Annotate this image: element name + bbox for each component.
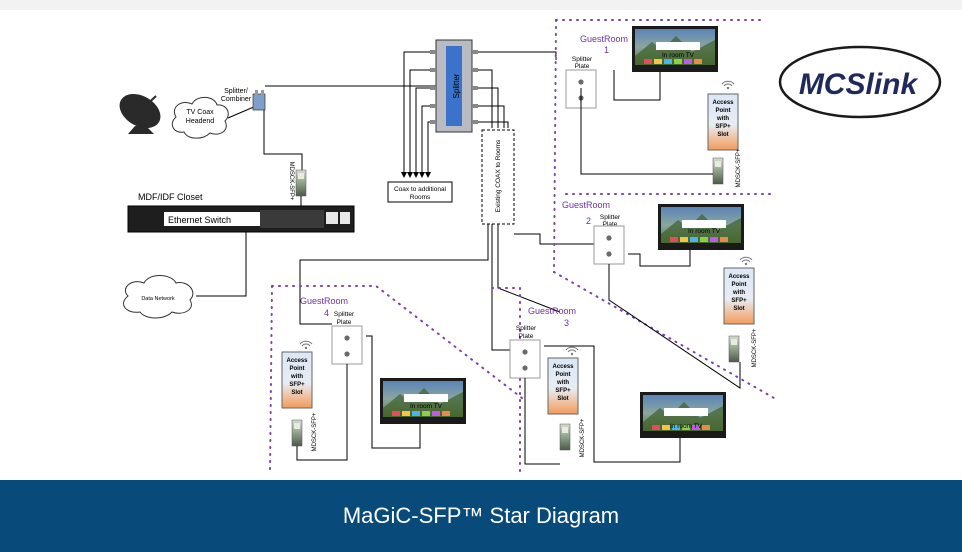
diagram-canvas: MCSlink TV Coax Headend Splitter/ Combin xyxy=(0,10,962,482)
room-2-tv xyxy=(658,204,744,250)
closet-sfp-module xyxy=(295,169,307,197)
svg-text:Slot: Slot xyxy=(291,390,302,396)
guest-room-3: GuestRoom 3 Splitter Plate In room TV Ac… xyxy=(509,306,726,465)
logo-text: MCSlink xyxy=(799,68,919,101)
footer-title: MaGiC-SFP™ Star Diagram xyxy=(342,503,620,528)
coax-additional-rooms-box: Coax to additional Rooms xyxy=(387,181,453,203)
room-3-plate-label-2: Plate xyxy=(519,333,534,340)
room-1-access-point: Access Point with SFP+ Slot xyxy=(707,93,739,151)
svg-text:Point: Point xyxy=(556,372,571,378)
svg-text:Access: Access xyxy=(552,364,574,370)
room-3-name: GuestRoom xyxy=(528,306,576,316)
svg-text:Slot: Slot xyxy=(733,306,744,312)
svg-text:with: with xyxy=(716,116,729,122)
svg-text:Slot: Slot xyxy=(717,132,728,138)
room-4-plate-label-1: Splitter xyxy=(334,311,355,318)
room-2-plate-label-2: Plate xyxy=(603,221,618,228)
room-1-number: 1 xyxy=(604,45,609,55)
room-2-tv-label: In room TV xyxy=(688,228,721,235)
room-1-sfp-module xyxy=(712,157,724,185)
room-2-number: 2 xyxy=(586,216,591,226)
closet-sfp-label: MDSCK-SFP+ xyxy=(288,162,294,201)
room-1-tv-label: In room TV xyxy=(662,52,695,59)
room-3-tv-label: In room TV xyxy=(670,423,703,430)
svg-text:Slot: Slot xyxy=(557,396,568,402)
room-1-plate-label-1: Splitter xyxy=(572,56,593,63)
room-1-plate-label-2: Plate xyxy=(575,63,590,70)
additional-label-2: Rooms xyxy=(410,194,431,201)
footer-banner: MaGiC-SFP™ Star Diagram xyxy=(0,480,962,552)
mcslink-logo: MCSlink xyxy=(778,45,942,119)
svg-text:with: with xyxy=(556,380,569,386)
guest-room-1: GuestRoom 1 Splitter Plate In room TV Ac… xyxy=(565,26,742,187)
svg-text:with: with xyxy=(732,290,745,296)
room-4-name: GuestRoom xyxy=(300,296,348,306)
switch-label: Ethernet Switch xyxy=(168,215,231,225)
room-3-plate-label-1: Splitter xyxy=(516,325,537,332)
room-2-sfp-label: MDSCK-SFP+ xyxy=(752,328,758,367)
room-3-access-point: Access Point with SFP+ Slot xyxy=(547,357,579,415)
room-4-splitter-plate xyxy=(331,325,363,365)
combiner-label-2: Combiner xyxy=(221,96,252,103)
data-network-cloud: Data Network xyxy=(123,275,194,319)
room-2-name: GuestRoom xyxy=(562,200,610,210)
room-boundaries xyxy=(269,19,775,473)
room-1-name: GuestRoom xyxy=(580,34,628,44)
existing-coax-box: Existing COAX to Rooms xyxy=(481,129,515,225)
room-4-number: 4 xyxy=(324,308,329,318)
headend-label-2: Headend xyxy=(186,118,215,125)
room-1-sfp-label: MDSCK-SFP+ xyxy=(736,148,742,187)
room-4-sfp-module xyxy=(291,419,303,447)
guest-room-2: GuestRoom 2 Splitter Plate In room TV Ac… xyxy=(562,200,758,389)
star-diagram: MCSlink TV Coax Headend Splitter/ Combin xyxy=(119,19,942,473)
room-4-tv xyxy=(380,378,466,424)
room-3-splitter-plate xyxy=(509,339,541,379)
svg-text:Access: Access xyxy=(712,100,734,106)
svg-text:SFP+: SFP+ xyxy=(289,382,305,388)
svg-text:Access: Access xyxy=(286,358,308,364)
existing-coax-label: Existing COAX to Rooms xyxy=(495,139,502,212)
svg-text:SFP+: SFP+ xyxy=(731,298,747,304)
room-3-tv xyxy=(640,392,726,438)
additional-label-1: Coax to additional xyxy=(394,186,447,193)
satellite-dish-icon xyxy=(119,93,161,134)
room-4-access-point: Access Point with SFP+ Slot xyxy=(281,351,313,409)
room-2-access-point: Access Point with SFP+ Slot xyxy=(723,267,755,325)
data-network-label: Data Network xyxy=(141,296,175,302)
room-3-sfp-label: MDSCK-SFP+ xyxy=(580,418,586,457)
room-2-sfp-module xyxy=(728,335,740,363)
main-splitter: Splitter xyxy=(430,39,478,133)
splitter-combiner: Splitter/ Combiner xyxy=(221,88,266,111)
combiner-label-1: Splitter/ xyxy=(224,88,248,95)
room-4-sfp-label: MDSCK-SFP+ xyxy=(312,412,318,451)
svg-text:Point: Point xyxy=(716,108,731,114)
svg-text:SFP+: SFP+ xyxy=(715,124,731,130)
room-2-plate-label-1: Splitter xyxy=(600,214,621,221)
svg-text:with: with xyxy=(290,374,303,380)
room-3-sfp-module xyxy=(559,423,571,451)
svg-text:Point: Point xyxy=(290,366,305,372)
closet-label: MDF/IDF Closet xyxy=(138,192,203,202)
main-splitter-label: Splitter xyxy=(452,73,461,98)
svg-text:Access: Access xyxy=(728,274,750,280)
svg-text:SFP+: SFP+ xyxy=(555,388,571,394)
room-4-plate-label-2: Plate xyxy=(337,319,352,326)
tv-coax-headend-cloud: TV Coax Headend xyxy=(171,96,229,139)
headend-label-1: TV Coax xyxy=(186,109,214,116)
room-3-number: 3 xyxy=(564,318,569,328)
room-2-splitter-plate xyxy=(593,225,625,265)
guest-room-4: GuestRoom 4 Splitter Plate In room TV Ac… xyxy=(281,296,466,461)
room-1-tv xyxy=(632,26,718,72)
svg-text:Point: Point xyxy=(732,282,747,288)
ethernet-switch: Ethernet Switch xyxy=(127,205,355,233)
room-4-tv-label: In room TV xyxy=(410,403,443,410)
